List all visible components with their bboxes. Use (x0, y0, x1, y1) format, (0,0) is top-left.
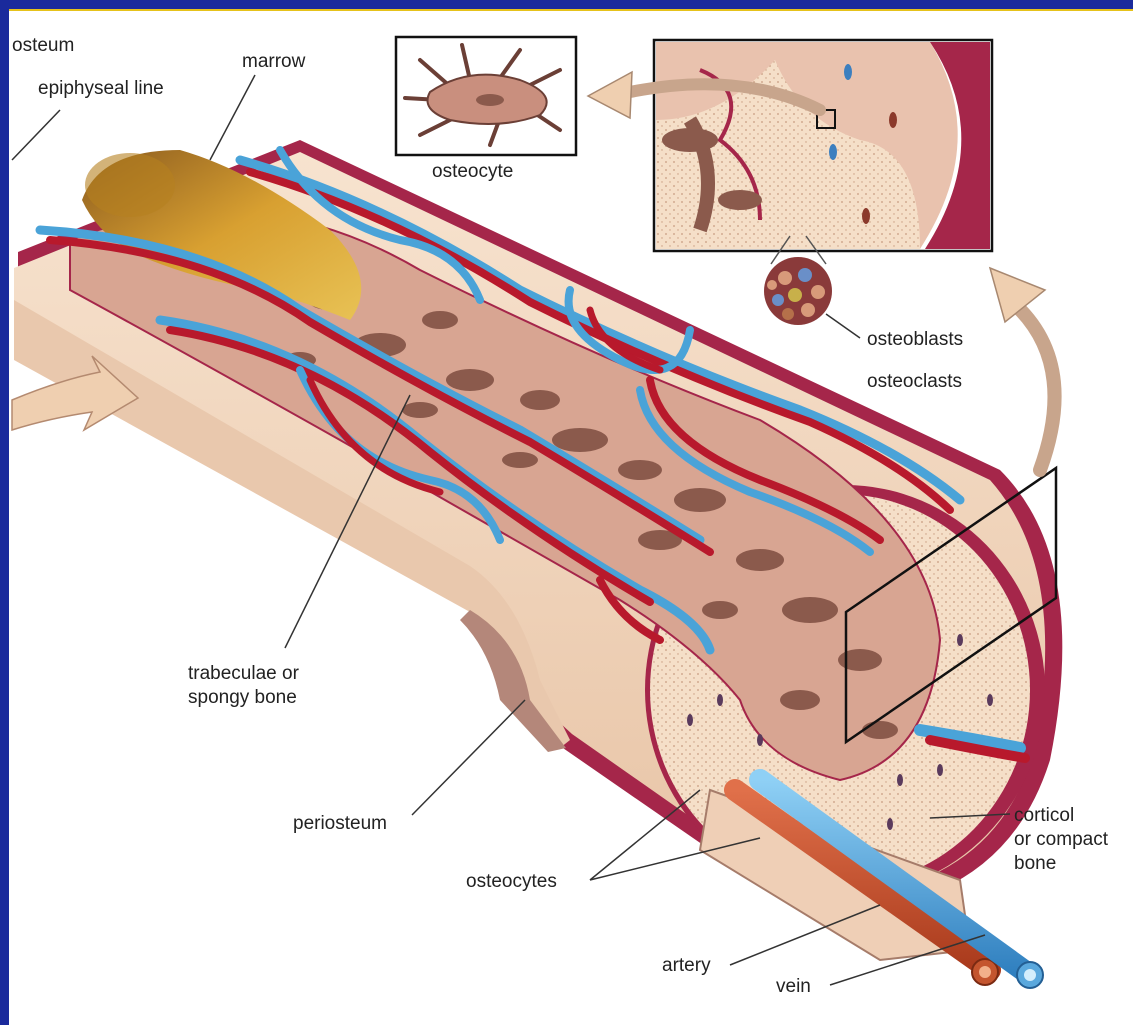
osteocytes-label: osteocytes (466, 870, 557, 894)
trabeculae-label: trabeculae or spongy bone (188, 662, 299, 710)
periosteum-label: periosteum (293, 812, 387, 836)
epiphyseal-line-label: epiphyseal line (38, 77, 164, 101)
vein-label: vein (776, 975, 811, 999)
cortical-bone-label: corticol or compact bone (1014, 804, 1108, 876)
zoom-arrow-icon (1010, 300, 1055, 470)
osteoblasts-label: osteoblasts (867, 328, 963, 352)
osteoclasts-label: osteoclasts (867, 370, 962, 394)
inset-arrowhead-icon (588, 72, 632, 118)
osteocyte-label: osteocyte (432, 160, 513, 184)
artery-label: artery (662, 954, 711, 978)
marrow-label: marrow (242, 50, 305, 74)
osteocyte-box (396, 37, 576, 155)
inset-compact-bone (654, 40, 992, 251)
periosteum-top-label: osteum (12, 34, 74, 58)
